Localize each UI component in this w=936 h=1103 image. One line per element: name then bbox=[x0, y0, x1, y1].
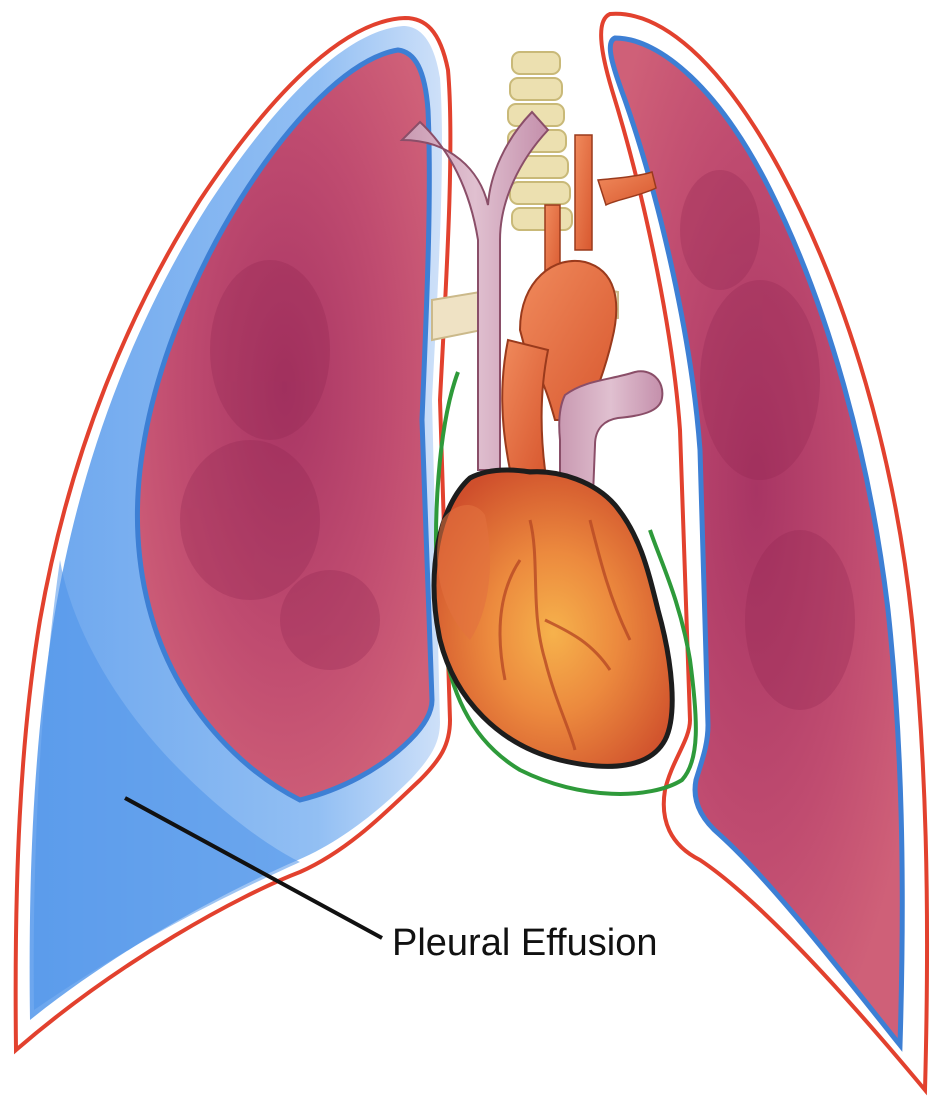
pleural-effusion-label: Pleural Effusion bbox=[392, 922, 657, 964]
